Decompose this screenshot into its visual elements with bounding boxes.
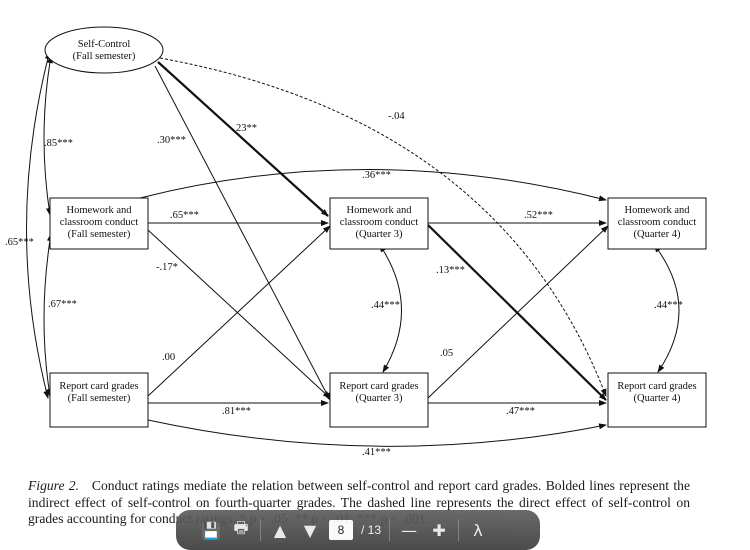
save-icon[interactable]: 💾 (201, 520, 221, 540)
node-hw-fall-line2: classroom conduct (60, 217, 139, 228)
coef-rcfall-rcq3: .81*** (222, 406, 251, 417)
coef-rcq3-hwq4: .05 (440, 348, 453, 359)
toolbar-divider (389, 519, 391, 541)
coef-rcfall-rcq4: .41*** (362, 447, 391, 458)
node-rc-q3-line1: Report card grades (339, 381, 418, 392)
page-number-input[interactable]: 8 (329, 520, 353, 540)
path-hwfall-rcfall (43, 233, 53, 397)
zoom-out-icon[interactable]: — (401, 520, 418, 540)
path-sc-hwq3 (157, 61, 329, 217)
pdf-toolbar: 💾 🖶 ▲ ▼ 8 / 13 — ✚ λ (176, 510, 540, 550)
coef-sc-rcq3: .30*** (157, 135, 186, 146)
node-hw-q4 (607, 197, 707, 250)
node-rc-q3-line2: (Quarter 3) (356, 393, 403, 404)
coef-hwq3-hwq4: .52*** (524, 210, 553, 221)
coef-hwfall-rcq3: -.17* (156, 262, 178, 273)
coef-hwq4-rcq4: .44*** (654, 300, 683, 311)
node-hw-q4-line1: Homework and (624, 205, 690, 216)
coef-hwq3-rcq3: .44*** (371, 300, 400, 311)
node-hw-fall-line1: Homework and (66, 205, 132, 216)
path-rcfall-hwq3 (147, 225, 331, 397)
node-self-control-line2: (Fall semester) (73, 51, 136, 62)
print-icon[interactable]: 🖶 (233, 517, 249, 537)
path-hwq3-rcq3 (379, 244, 402, 373)
path-hwfall-rcq3 (147, 229, 331, 399)
path-diagram: Self-Control (Fall semester) Homework an… (5, 26, 707, 458)
node-rc-q4-line2: (Quarter 4) (634, 393, 681, 404)
node-rc-fall (49, 372, 149, 428)
toolbar-divider (260, 519, 261, 541)
path-sc-rcq4 (159, 57, 607, 397)
coef-hwq3-rcq4: .13*** (436, 265, 465, 276)
coef-rcfall-hwq3: .00 (162, 352, 175, 363)
node-hw-q3-line2: classroom conduct (340, 217, 419, 228)
path-sc-rcfall (26, 51, 51, 399)
node-self-control-line1: Self-Control (78, 39, 131, 50)
path-hwq4-rcq4 (653, 244, 680, 373)
acrobat-icon[interactable]: λ (473, 520, 483, 540)
coef-hwfall-rcfall: .67*** (48, 299, 77, 310)
node-hw-fall (49, 197, 149, 250)
node-hw-q3-line1: Homework and (346, 205, 412, 216)
node-hw-q4-line3: (Quarter 4) (634, 229, 681, 240)
coef-sc-rcfall: .65*** (5, 237, 34, 248)
path-rcq3-hwq4 (427, 225, 609, 399)
node-rc-fall-line2: (Fall semester) (68, 393, 131, 404)
arrow-down-icon[interactable]: ▼ (303, 520, 317, 540)
node-rc-fall-line1: Report card grades (59, 381, 138, 392)
coef-sc-hwq3: 23** (236, 123, 257, 134)
toolbar-divider (458, 519, 460, 541)
node-rc-q4-line1: Report card grades (617, 381, 696, 392)
node-hw-q3-line3: (Quarter 3) (356, 229, 403, 240)
node-rc-q4 (607, 372, 707, 428)
coef-hwfall-hwq4: .36*** (362, 170, 391, 181)
path-hwfall-hwq4 (139, 169, 607, 202)
node-hw-q3 (329, 197, 429, 250)
node-self-control (44, 26, 164, 74)
node-hw-q4-line2: classroom conduct (618, 217, 697, 228)
arrow-up-icon[interactable]: ▲ (273, 520, 287, 540)
coef-sc-rcq4: -.04 (388, 111, 405, 122)
path-sc-rcq3 (154, 65, 331, 401)
coef-hwfall-hwq3: .65*** (170, 210, 199, 221)
node-rc-q3 (329, 372, 429, 428)
zoom-in-icon[interactable]: ✚ (432, 520, 446, 540)
coef-sc-hwfall: .85*** (44, 138, 73, 149)
node-hw-fall-line3: (Fall semester) (68, 229, 131, 240)
coef-rcq3-rcq4: .47*** (506, 406, 535, 417)
page-total: / 13 (361, 523, 382, 537)
figure-label: Figure 2. (28, 478, 79, 493)
path-rcfall-rcq4 (147, 419, 607, 447)
